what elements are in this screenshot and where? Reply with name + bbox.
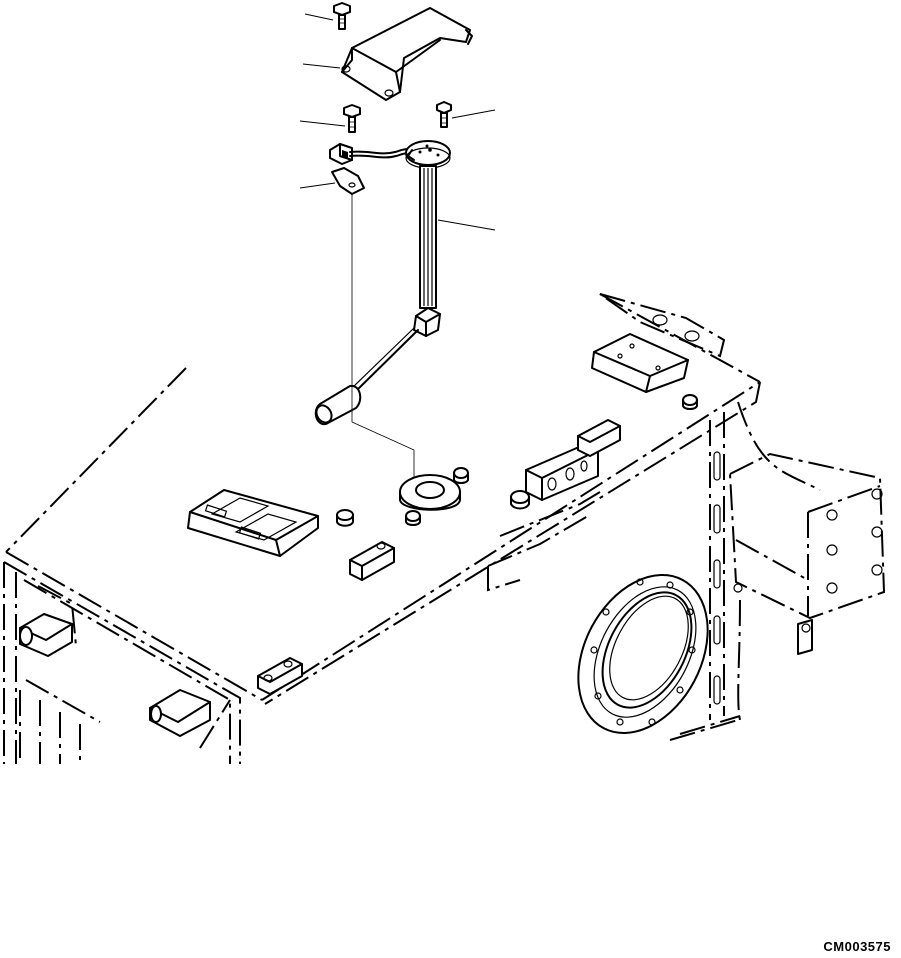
fuel-level-gauge [314,140,451,426]
center-right-block [487,419,621,592]
access-plate [591,293,726,393]
leader-clamp [299,182,336,189]
center-block [349,541,395,581]
gauge-mount-ring [399,467,469,526]
leader-fuel-gauge [437,219,496,231]
left-side-frame [19,585,303,764]
leader-cover [302,63,341,69]
mid-bolt [343,104,361,133]
hinge-plate-left [187,489,319,557]
leader-top-bolt [304,13,334,21]
top-bolt [333,2,351,30]
assembly-centerlines [351,194,415,480]
tank-top-panel [3,293,761,764]
drawing-code: CM003575 [823,939,891,954]
right-bolt [436,101,452,128]
side-frame [669,401,821,741]
panel-bosses [336,394,698,527]
mounting-bracket-right [728,452,886,655]
cover-plate [341,7,473,101]
leader-mid-bolt [299,120,346,127]
ring-flange [577,573,709,735]
callout-leaders [299,13,496,231]
leader-right-bolt [451,109,496,119]
clamp-bracket [331,167,365,195]
wire-clamp [329,143,414,165]
